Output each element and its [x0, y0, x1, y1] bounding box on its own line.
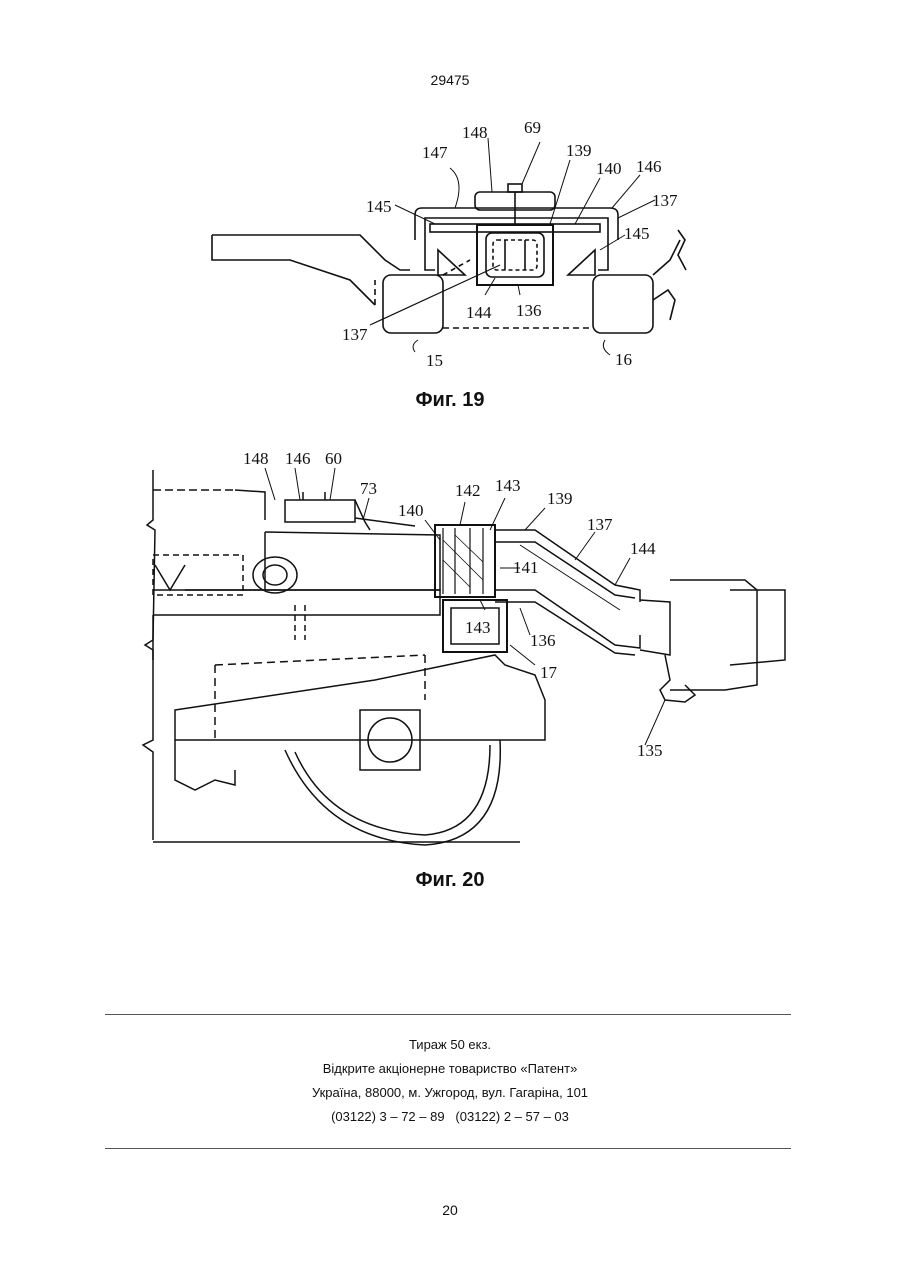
figure-20-caption: Фиг. 20: [0, 869, 900, 892]
fig19-label-146: 146: [636, 157, 662, 176]
fig19-label-15: 15: [426, 351, 443, 370]
fig20-label-143-top: 143: [495, 476, 521, 495]
page-number: 20: [0, 1202, 900, 1218]
fig20-label-136: 136: [530, 631, 556, 650]
fig19-label-139: 139: [566, 141, 592, 160]
footer-top-rule: [105, 1014, 791, 1015]
imprint-publisher: Відкрите акціонерне товариство «Патент»: [0, 1057, 900, 1081]
fig19-label-144: 144: [466, 303, 492, 322]
imprint-phones: (03122) 3 – 72 – 89 (03122) 2 – 57 – 03: [0, 1105, 900, 1129]
fig20-label-135: 135: [637, 741, 663, 760]
fig20-label-17: 17: [540, 663, 558, 682]
figure-19-caption: Фиг. 19: [0, 389, 900, 412]
footer-imprint: Тираж 50 екз. Відкрите акціонерне товари…: [0, 1033, 900, 1129]
figure-20-drawing: 148 146 60 73 140 142 143 139 137 141 14…: [125, 440, 805, 860]
imprint-circulation: Тираж 50 екз.: [0, 1033, 900, 1057]
fig19-label-147: 147: [422, 143, 448, 162]
fig20-label-140: 140: [398, 501, 424, 520]
fig19-label-137-top: 137: [652, 191, 678, 210]
fig20-label-139: 139: [547, 489, 573, 508]
imprint-address: Україна, 88000, м. Ужгород, вул. Гагарін…: [0, 1081, 900, 1105]
fig20-label-137: 137: [587, 515, 613, 534]
footer-bottom-rule: [105, 1148, 791, 1149]
fig19-label-16: 16: [615, 350, 632, 369]
fig19-label-148: 148: [462, 123, 488, 142]
fig19-label-137-bottom: 137: [342, 325, 368, 344]
fig19-label-136: 136: [516, 301, 542, 320]
fig20-label-146: 146: [285, 449, 311, 468]
fig19-label-145-right: 145: [624, 224, 650, 243]
fig20-label-141: 141: [513, 558, 539, 577]
fig20-label-60: 60: [325, 449, 342, 468]
fig20-label-73: 73: [360, 479, 377, 498]
fig19-label-140: 140: [596, 159, 622, 178]
document-number: 29475: [0, 72, 900, 88]
fig19-label-69: 69: [524, 118, 541, 137]
fig19-label-145-left: 145: [366, 197, 392, 216]
fig20-label-143-bottom: 143: [465, 618, 491, 637]
figure-19-drawing: 148 69 147 139 140 146 137 145 145 137 1…: [200, 100, 700, 380]
fig20-label-148: 148: [243, 449, 269, 468]
fig20-label-144: 144: [630, 539, 656, 558]
fig20-label-142: 142: [455, 481, 481, 500]
